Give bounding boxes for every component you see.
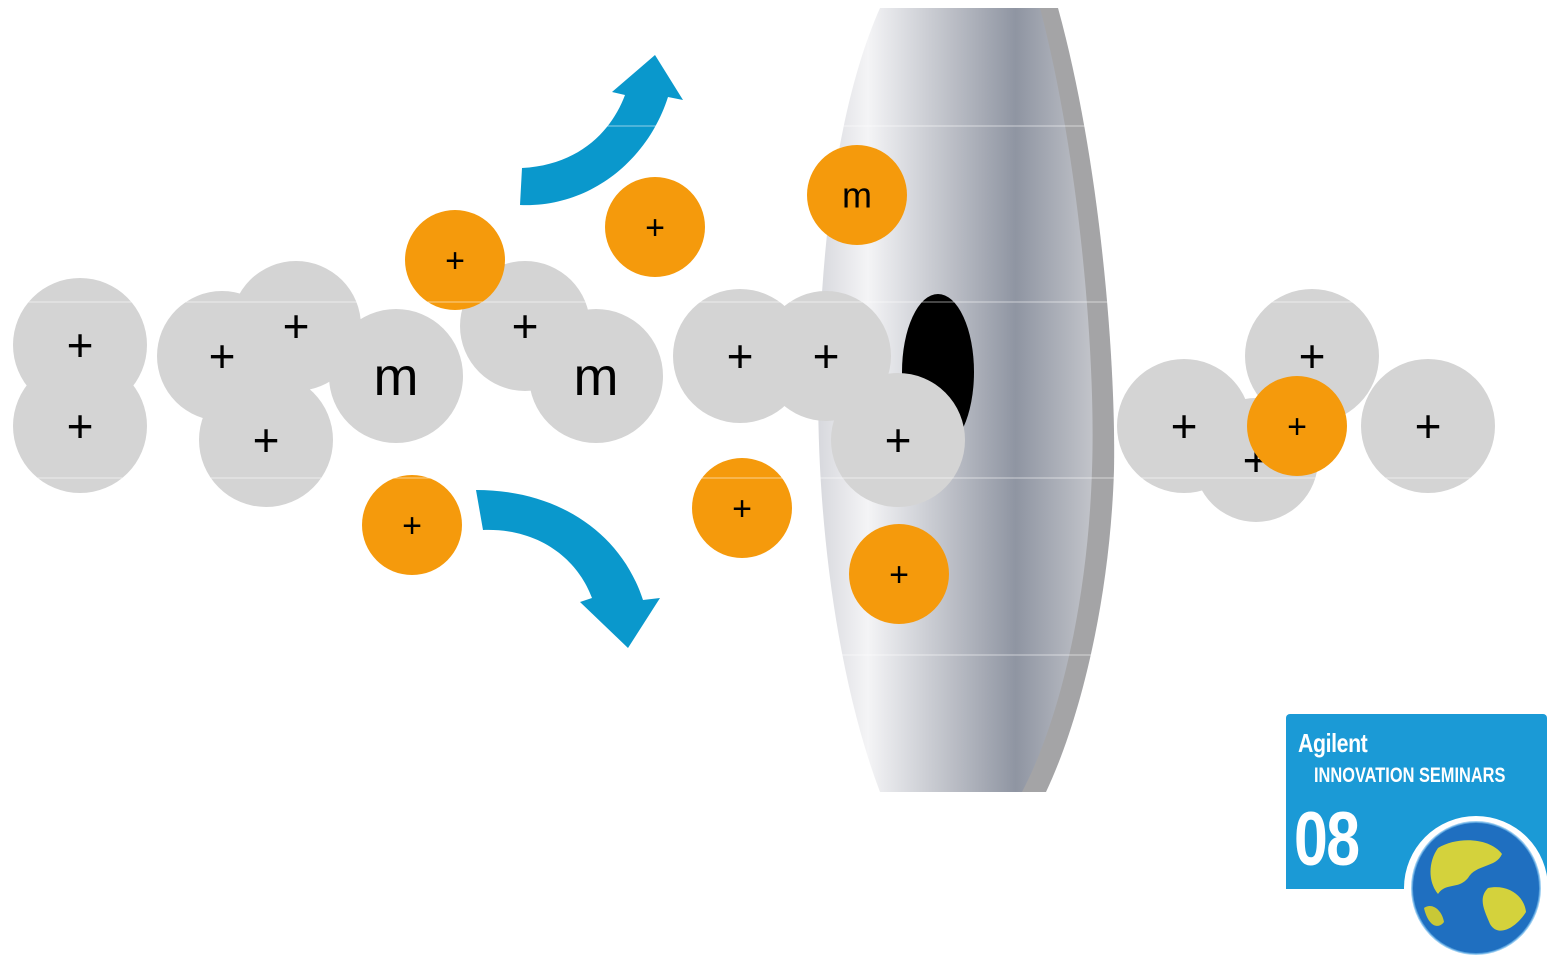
neutral-particle-label: + bbox=[209, 330, 236, 382]
curved-arrow-up-icon bbox=[520, 55, 683, 206]
ion-particle-label: + bbox=[889, 556, 909, 594]
ion-particle: + bbox=[362, 475, 462, 575]
ion-particle: + bbox=[405, 210, 505, 310]
ion-particle: + bbox=[605, 177, 705, 277]
neutral-particle: + bbox=[831, 373, 965, 507]
globe-icon bbox=[1404, 816, 1547, 960]
neutral-particle: m bbox=[529, 309, 663, 443]
neutral-particle-label: + bbox=[885, 414, 912, 466]
ion-particle-label: + bbox=[1287, 408, 1307, 446]
ion-particle: + bbox=[692, 458, 792, 558]
badge-brand: Agilent bbox=[1298, 728, 1368, 758]
neutral-particle-label: + bbox=[1415, 400, 1442, 452]
ion-particle-label: + bbox=[402, 507, 422, 545]
ion-particle: m bbox=[807, 145, 907, 245]
ion-particle: + bbox=[1247, 376, 1347, 476]
neutral-particle-label: + bbox=[512, 300, 539, 352]
scan-lines bbox=[0, 125, 1547, 656]
neutral-particle: + bbox=[13, 359, 147, 493]
neutral-particle-label: + bbox=[1299, 330, 1326, 382]
ion-particle: + bbox=[849, 524, 949, 624]
ions: + + m + + + + bbox=[362, 145, 1347, 624]
neutral-particle-label: + bbox=[1171, 400, 1198, 452]
neutral-particle-label: + bbox=[253, 414, 280, 466]
neutral-particle-label: + bbox=[813, 330, 840, 382]
neutral-particle-label: m bbox=[374, 347, 419, 407]
agilent-badge: Agilent INNOVATION SEMINARS 08 bbox=[1286, 714, 1547, 960]
badge-year: 08 bbox=[1294, 797, 1360, 882]
neutral-particle-label: + bbox=[283, 300, 310, 352]
neutral-particle: m bbox=[329, 309, 463, 443]
ion-particle-label: m bbox=[842, 175, 872, 216]
neutral-particle: + bbox=[231, 261, 361, 391]
neutral-particle: + bbox=[1361, 359, 1495, 493]
ion-particle-label: + bbox=[645, 209, 665, 247]
ion-deflection-arrows bbox=[476, 55, 683, 648]
curved-arrow-down-icon bbox=[476, 490, 660, 648]
neutral-particle-label: + bbox=[727, 330, 754, 382]
badge-series: INNOVATION SEMINARS bbox=[1314, 764, 1506, 787]
neutral-particle-label: m bbox=[574, 347, 619, 407]
neutral-particle: + bbox=[199, 373, 333, 507]
ion-particle-label: + bbox=[445, 242, 465, 280]
neutral-particle-label: + bbox=[67, 400, 94, 452]
ion-particle-label: + bbox=[732, 490, 752, 528]
neutral-particles: +++++m+m+++++++ bbox=[13, 261, 1495, 522]
